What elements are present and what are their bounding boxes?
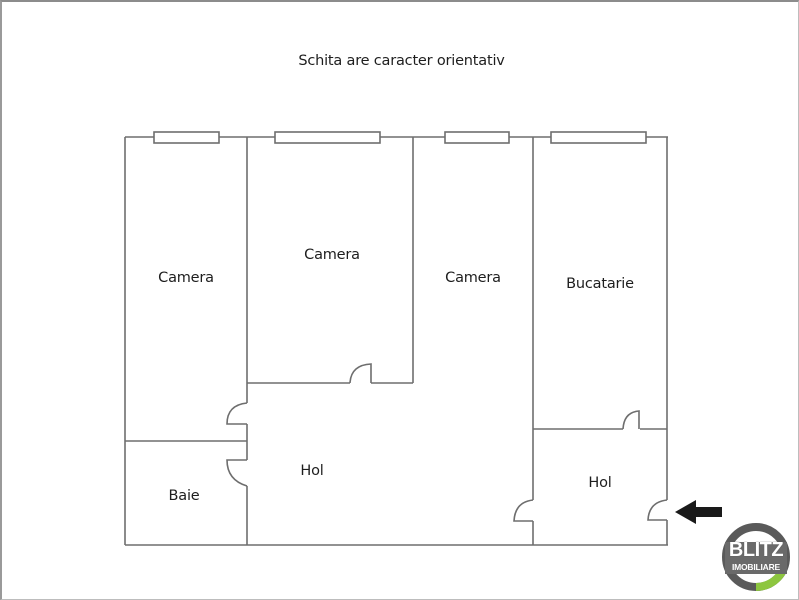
window-icon	[550, 131, 647, 144]
room-label-camera-2: Camera	[304, 247, 360, 263]
door-icon	[622, 410, 640, 430]
room-label-hol-1: Hol	[300, 463, 324, 479]
arrow-left-icon	[675, 500, 722, 524]
window-icon	[444, 131, 510, 144]
door-icon	[226, 459, 248, 487]
room-label-camera-3: Camera	[445, 270, 501, 286]
logo-ring-icon	[722, 523, 790, 591]
door-icon	[513, 499, 534, 522]
window-icon	[153, 131, 220, 144]
entrance-door-icon	[647, 499, 668, 521]
room-label-baie: Baie	[168, 488, 200, 504]
room-label-hol-2: Hol	[588, 475, 612, 491]
window-icon	[274, 131, 381, 144]
logo-text-blitz: BLITZ	[728, 539, 784, 561]
logo-text-imobiliare: IMOBILIARE	[731, 562, 781, 572]
door-icon	[226, 402, 248, 425]
door-icon	[349, 363, 372, 384]
room-label-bucatarie: Bucatarie	[566, 276, 634, 292]
plan-title: Schita are caracter orientativ	[298, 53, 505, 69]
room-label-camera-1: Camera	[158, 270, 214, 286]
blitz-imobiliare-logo: BLITZ IMOBILIARE	[721, 522, 791, 592]
